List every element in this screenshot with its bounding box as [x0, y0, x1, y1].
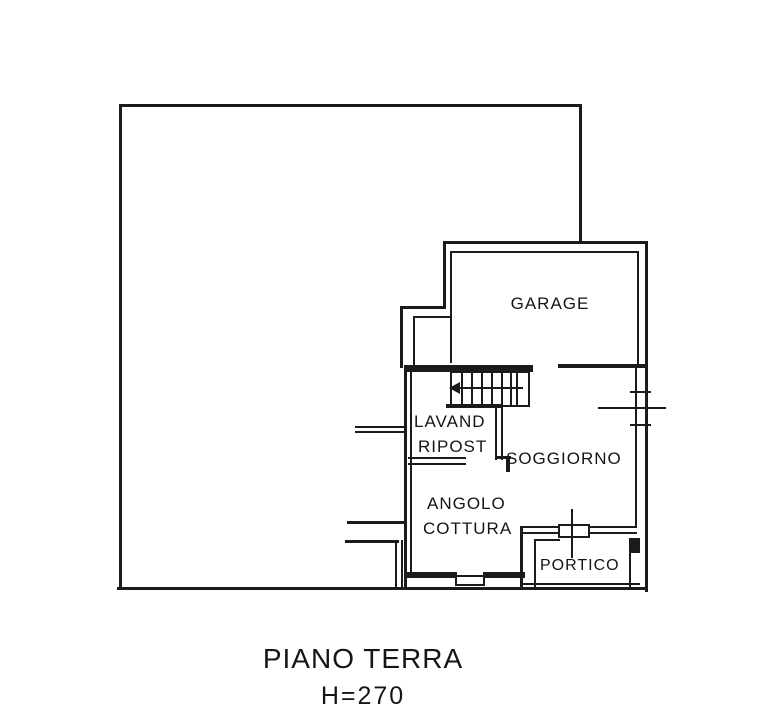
window-axis-line: [598, 407, 666, 409]
stair-tread: [510, 373, 512, 405]
garage-wall-bottom: [558, 364, 646, 368]
porch-wall-inner-bottom: [523, 583, 640, 585]
stair-tread: [481, 373, 483, 405]
room-label-laundry-line1: LAVAND: [414, 412, 486, 431]
stair-tread: [461, 373, 463, 405]
garage-step-wall-outer-h: [400, 306, 446, 309]
stair-arrow-icon: [449, 382, 460, 394]
room-label-livingroom: SOGGIORNO: [506, 449, 622, 468]
fence-stub-lower-line1: [347, 521, 407, 524]
fence-stub-vertical: [395, 540, 403, 590]
stair-tread: [516, 373, 518, 405]
house-wall-bottom-right: [483, 572, 525, 578]
stair-arrow-shaft: [457, 387, 523, 389]
garage-wall-top-inner: [450, 251, 638, 253]
lot-boundary-bottom: [117, 587, 648, 590]
fence-stub-upper-line1: [355, 426, 406, 428]
window-sill-tick-top: [630, 391, 651, 393]
stair-tread: [501, 373, 503, 405]
plan-height-note: H=270: [320, 682, 406, 710]
porch-wall-left-inner: [534, 539, 536, 588]
house-wall-bottom-left: [404, 572, 457, 578]
kitchen-door-threshold: [455, 575, 485, 586]
garage-wall-right-outer: [645, 241, 648, 592]
room-label-laundry-line2: RIPOST: [418, 437, 488, 456]
porch-door-axis-line: [571, 509, 573, 558]
porch-wall-top-left: [520, 526, 562, 534]
garage-wall-left-outer: [443, 241, 446, 308]
garage-step-wall-outer-v: [400, 306, 403, 368]
garage-wall-top-outer: [443, 241, 648, 244]
porch-wall-top-right: [588, 526, 637, 534]
laundry-wall-bottom: [408, 457, 466, 465]
room-label-kitchen-line2: COTTURA: [423, 519, 513, 538]
house-wall-top-thick: [404, 365, 533, 372]
garage-wall-right-inner: [637, 251, 639, 367]
garage-step-wall-inner-v: [413, 316, 415, 366]
stair-tread: [471, 373, 473, 405]
porch-door-symbol: [558, 524, 590, 538]
porch-wall-inner-top: [534, 539, 560, 541]
porch-wall-right-inner: [629, 553, 631, 588]
laundry-wall-foot-h: [495, 456, 511, 459]
room-label-garage: GARAGE: [510, 294, 590, 313]
livingroom-wall-right-inner: [635, 367, 637, 528]
laundry-wall-right: [495, 404, 503, 460]
plan-title: PIANO TERRA: [262, 643, 464, 674]
laundry-wall-foot-v: [506, 456, 510, 472]
garage-wall-left-inner: [450, 251, 452, 363]
stair-bottom-wall: [446, 404, 501, 408]
lot-boundary-top: [119, 104, 582, 107]
lot-boundary-left: [119, 104, 122, 590]
fence-stub-upper-line2: [355, 431, 406, 433]
porch-wall-left-outer: [520, 526, 523, 590]
house-wall-left-outer: [404, 365, 407, 590]
porch-wall-right-pier: [629, 538, 640, 553]
room-label-porch: PORTICO: [540, 557, 620, 574]
lot-boundary-right: [579, 104, 582, 244]
window-sill-tick-bottom: [630, 424, 651, 426]
house-wall-left-inner: [410, 365, 412, 578]
stair-tread: [491, 373, 493, 405]
room-label-kitchen-line1: ANGOLO: [427, 494, 506, 513]
fence-stub-lower-line2: [345, 540, 399, 543]
garage-step-wall-inner-h: [413, 316, 452, 318]
